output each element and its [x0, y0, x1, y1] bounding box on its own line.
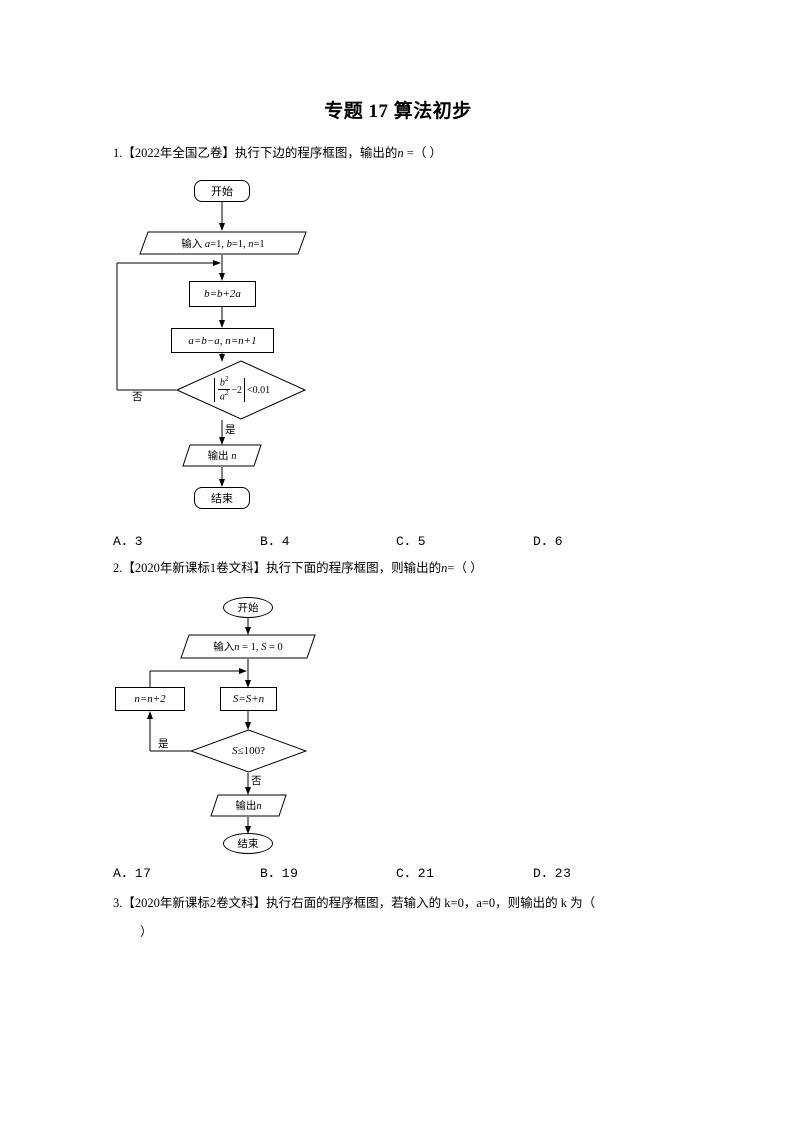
question-2-option-c[interactable]: C．21	[396, 866, 435, 881]
question-3-stem: 3.【2020年新课标2卷文科】执行右面的程序框图，若输入的 k=0，a=0，则…	[113, 893, 693, 913]
question-1-option-c[interactable]: C．5	[396, 534, 427, 549]
question-2-option-b[interactable]: B．19	[260, 866, 299, 881]
question-1-option-d[interactable]: D．6	[533, 534, 564, 549]
flowchart-2-edge-no	[110, 590, 410, 855]
flowchart-1-label-no: 否	[132, 392, 143, 403]
question-2-variable: n	[441, 561, 448, 575]
question-2-stem: 2.【2020年新课标1卷文科】执行下面的程序框图，则输出的n=（ ）	[113, 558, 483, 578]
flowchart-1-label-yes: 是	[225, 425, 236, 436]
flowchart-1-edge-output-end	[113, 170, 413, 520]
question-1-text: 执行下边的程序框图，输出的	[234, 146, 398, 160]
flowchart-2-end-label: 结束	[237, 839, 259, 850]
page-title: 专题 17 算法初步	[324, 101, 472, 122]
question-1-number: 1.	[113, 146, 123, 160]
flowchart-1-end-node: 结束	[194, 487, 250, 509]
flowchart-1-edge-loopback	[113, 170, 413, 520]
flowchart-2-start-node: 开始	[223, 597, 273, 618]
question-3-continuation: ）	[140, 925, 153, 939]
flowchart-2-edge-input-proc-right	[110, 590, 410, 855]
flowchart-2-label-no: 否	[251, 776, 262, 787]
flowchart-2-process-left-label: n=n+2	[134, 693, 166, 705]
question-2-option-d[interactable]: D．23	[533, 866, 572, 881]
flowchart-2-process-right-label: S=S+n	[232, 693, 265, 705]
flowchart-2-edge-proc-decision	[110, 590, 410, 855]
question-3-number: 3.	[113, 896, 123, 910]
flowchart-2-edge-output-end	[110, 590, 410, 855]
flowchart-2-edge-start-input	[110, 590, 410, 855]
question-3-source: 【2020年新课标2卷文科】	[122, 896, 267, 910]
flowchart-2: 开始 输入n = 1, S = 0	[110, 590, 410, 855]
question-2-number: 2.	[113, 561, 123, 575]
flowchart-2-process-right: S=S+n	[220, 687, 277, 711]
flowchart-1-edge-start-input	[113, 170, 413, 520]
flowchart-2-end-node: 结束	[223, 833, 273, 854]
flowchart-2-label-yes: 是	[158, 739, 169, 750]
question-2-tail: =（ ）	[447, 561, 483, 575]
flowchart-1-edge-proc2-decision	[113, 170, 413, 520]
question-1-tail: =（ ）	[403, 146, 442, 160]
flowchart-1-process-1-label: b=b+2a	[204, 288, 241, 300]
flowchart-1-end-label: 结束	[211, 493, 233, 505]
flowchart-1-start-node: 开始	[194, 180, 250, 202]
flowchart-1-process-2: a=b−a, n=n+1	[171, 328, 274, 353]
flowchart-2-process-left: n=n+2	[115, 687, 185, 711]
flowchart-2-edge-loopback-top	[110, 590, 410, 855]
question-3-text: 执行右面的程序框图，若输入的 k=0，a=0，则输出的 k 为（	[266, 896, 596, 910]
flowchart-1-process-2-label: a=b−a, n=n+1	[188, 334, 257, 347]
question-1-option-b[interactable]: B．4	[260, 534, 291, 549]
flowchart-2-edge-yes	[110, 590, 410, 855]
question-1-stem: 1.【2022年全国乙卷】执行下边的程序框图，输出的n =（ ）	[113, 143, 442, 163]
question-2-text: 执行下面的程序框图，则输出的	[266, 561, 442, 575]
question-1-source: 【2022年全国乙卷】	[122, 146, 235, 160]
flowchart-1-start-label: 开始	[211, 186, 233, 198]
question-2-source: 【2020年新课标1卷文科】	[122, 561, 267, 575]
flowchart-2-start-label: 开始	[237, 603, 259, 614]
flowchart-1-edge-decision-output	[113, 170, 413, 520]
question-1-option-a[interactable]: A．3	[113, 534, 144, 549]
flowchart-1-edge-proc1-proc2	[113, 170, 413, 520]
flowchart-1-process-1: b=b+2a	[189, 281, 256, 307]
question-1-variable: n	[397, 146, 404, 160]
question-2-option-a[interactable]: A．17	[113, 866, 152, 881]
flowchart-1: 开始 输入 a=1, b=1, n=1	[113, 170, 413, 520]
flowchart-1-edge-input-proc1	[113, 170, 413, 520]
